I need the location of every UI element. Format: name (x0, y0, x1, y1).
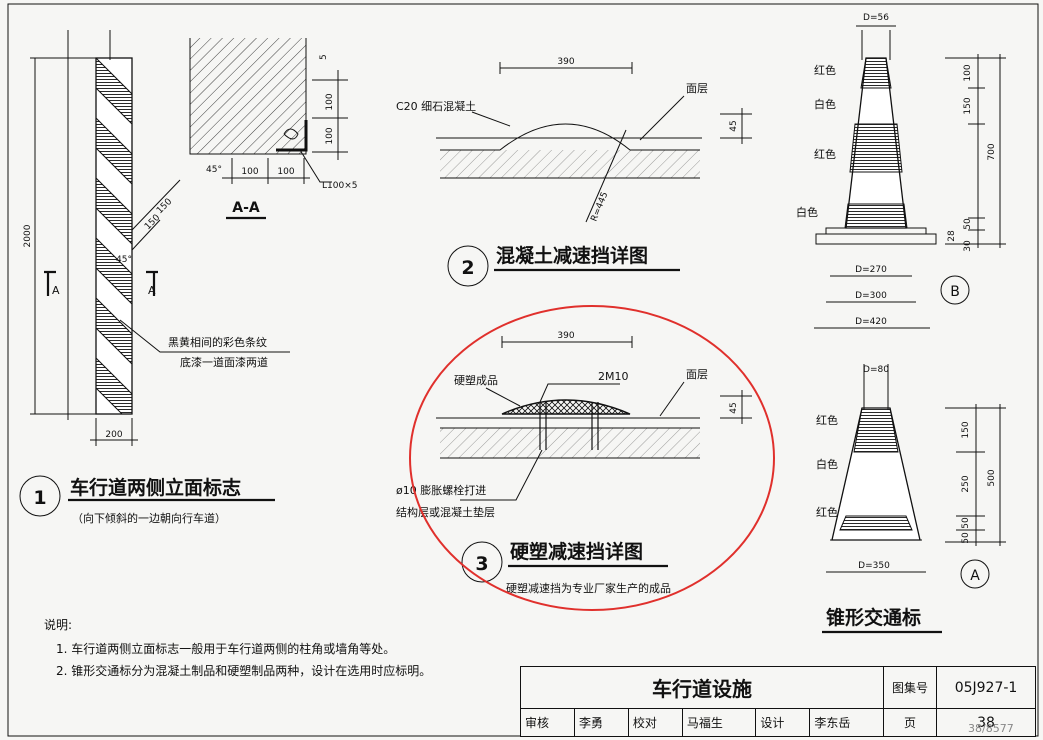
coneB-white-2: 白色 (796, 205, 818, 219)
angle-steel-label: L100×5 (322, 181, 357, 191)
fig1-number: 1 (33, 487, 46, 509)
fig3-subtitle: 硬塑减速挡为专业厂家生产的成品 (506, 581, 671, 595)
section-title: A-A (232, 200, 260, 216)
coneB-d-top: D=56 (863, 13, 889, 23)
fig3-product: 硬塑成品 (454, 373, 498, 387)
coneB-red-1: 红色 (814, 63, 836, 77)
coneB-d2: D=300 (855, 291, 887, 301)
section-mark-right: A (148, 284, 156, 297)
coneB-dim-100: 100 (963, 64, 973, 81)
coneB-dim-30: 30 (963, 240, 973, 252)
cone-a: D=80 红色 白色 红色 150 250 500 50 50 D=350 A (816, 364, 1006, 589)
fig3-note1: ø10 膨胀螺栓打进 (396, 483, 486, 497)
coneA-red-1: 红色 (816, 413, 838, 427)
coneA-dim-250: 250 (961, 475, 971, 492)
drawing-name: 车行道设施 (520, 666, 884, 709)
coneB-dim-28: 28 (947, 230, 957, 242)
section-dim-h1: 100 (241, 167, 258, 177)
atlas-number: 05J927-1 (936, 666, 1036, 709)
red-annotation-circle (409, 305, 775, 611)
reviewer-name: 李勇 (573, 708, 629, 737)
fig3-dim-390: 390 (557, 331, 574, 341)
coneA-d-top: D=80 (863, 365, 889, 375)
fig3-note2: 结构层或混凝土垫层 (396, 505, 495, 519)
note-item-1: 1. 车行道两侧立面标志一般用于车行道两侧的柱角或墙角等处。 (56, 642, 396, 656)
fig1-striped-post: 2000 200 150 150 45° A A 黑黄相间的彩色条纹 底漆一道面… (19, 30, 290, 525)
coneA-dim-50a: 50 (961, 517, 971, 529)
coneB-red-2: 红色 (814, 147, 836, 161)
section-dim-h2: 100 (277, 167, 294, 177)
section-dim-45: 45° (206, 165, 222, 175)
fig3-dim-45: 45 (729, 402, 739, 413)
fig3-title: 硬塑减速挡详图 (510, 540, 643, 563)
coneB-dim-50: 50 (963, 218, 973, 230)
coneB-letter: B (950, 284, 960, 300)
fig3-bolt: 2M10 (598, 370, 629, 383)
section-dim-5: 5 (319, 54, 329, 60)
dim-150-b: 150 (155, 197, 174, 216)
title-block: 车行道设施 图集号 05J927-1 审核 李勇 校对 马福生 设计 李东岳 页… (520, 666, 1036, 737)
cone-b: D=56 红色 白色 红色 白色 100 150 700 50 28 30 D=… (796, 13, 1006, 329)
fig1-subtitle: （向下倾斜的一边朝向行车道） (72, 511, 226, 525)
dim-200: 200 (105, 430, 122, 440)
fig2-surface: 面层 (686, 82, 708, 95)
fig3-surface: 面层 (686, 368, 708, 381)
fig2-dim-390: 390 (557, 57, 574, 67)
corner-watermark: 38/8577 (968, 722, 1014, 735)
coneA-dim-150: 150 (961, 421, 971, 438)
section-a-a: 5 100 100 100 100 45° L100×5 A-A (189, 38, 357, 220)
fig1-note1: 黑黄相间的彩色条纹 (168, 335, 267, 349)
note-item-2: 2. 锥形交通标分为混凝土制品和硬塑制品两种，设计在选用时应标明。 (56, 664, 432, 678)
coneB-d3: D=420 (855, 317, 887, 327)
page-number: 38 (936, 708, 1036, 737)
coneA-dim-500: 500 (987, 469, 997, 486)
designer-name: 李东岳 (809, 708, 884, 737)
design-label: 设计 (755, 708, 811, 737)
fig3-plastic-bump: 390 硬塑成品 2M10 面层 45 ø10 膨胀螺栓打进 结构层或混凝土垫层… (396, 331, 752, 595)
notes-heading: 说明: (44, 618, 73, 632)
fig1-title: 车行道两侧立面标志 (70, 476, 241, 499)
atlas-label: 图集号 (883, 666, 937, 709)
fig3-number: 3 (475, 553, 488, 575)
dim-2000: 2000 (23, 224, 33, 247)
check-label: 校对 (627, 708, 683, 737)
section-dim-v1: 100 (325, 93, 335, 110)
coneA-d1: D=350 (858, 561, 890, 571)
fig2-material: C20 细石混凝土 (396, 99, 476, 113)
fig2-number: 2 (461, 257, 474, 279)
coneB-d1: D=270 (855, 265, 887, 275)
cone-section-title: 锥形交通标 (826, 606, 921, 629)
fig1-note2: 底漆一道面漆两道 (180, 355, 268, 369)
coneA-letter: A (970, 568, 980, 584)
section-mark-left: A (52, 284, 60, 297)
coneB-white-1: 白色 (814, 97, 836, 111)
coneB-dim-700: 700 (987, 143, 997, 160)
dim-45deg: 45° (116, 255, 132, 265)
coneA-dim-50b: 50 (961, 532, 971, 544)
fig2-title: 混凝土减速挡详图 (496, 244, 648, 267)
page-label: 页 (883, 708, 937, 737)
coneB-dim-150: 150 (963, 97, 973, 114)
checker-name: 马福生 (681, 708, 757, 737)
section-dim-v2: 100 (325, 127, 335, 144)
coneA-red-2: 红色 (816, 505, 838, 519)
fig2-dim-45: 45 (729, 120, 739, 131)
fig2-concrete-bump: 390 C20 细石混凝土 面层 45 R=445 2 混凝土减速挡详图 (396, 57, 752, 287)
review-label: 审核 (520, 708, 575, 737)
coneA-white: 白色 (816, 457, 838, 471)
